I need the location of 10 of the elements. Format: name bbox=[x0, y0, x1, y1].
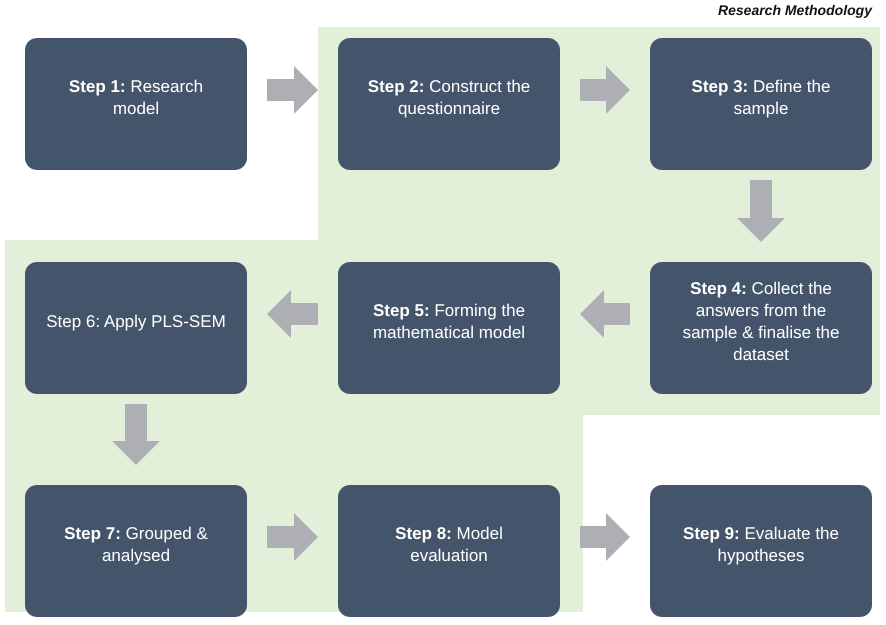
process-box: Step 5: Forming the mathematical model bbox=[338, 262, 560, 394]
group-title: Research Methodology bbox=[716, 2, 872, 18]
process-box: Step 9: Evaluate the hypotheses bbox=[650, 485, 872, 617]
process-box: Step 4: Collect the answers from the sample & finalise the dataset bbox=[650, 262, 872, 394]
process-box: Step 8: Model evaluation bbox=[338, 485, 560, 617]
process-box: Step 2: Construct the questionnaire bbox=[338, 38, 560, 170]
process-box: Step 3: Define the sample bbox=[650, 38, 872, 170]
process-box: Step 7: Grouped & analysed bbox=[25, 485, 247, 617]
process-box: Step 6: Apply PLS-SEM bbox=[25, 262, 247, 394]
process-box: Step 1: Research model bbox=[25, 38, 247, 170]
